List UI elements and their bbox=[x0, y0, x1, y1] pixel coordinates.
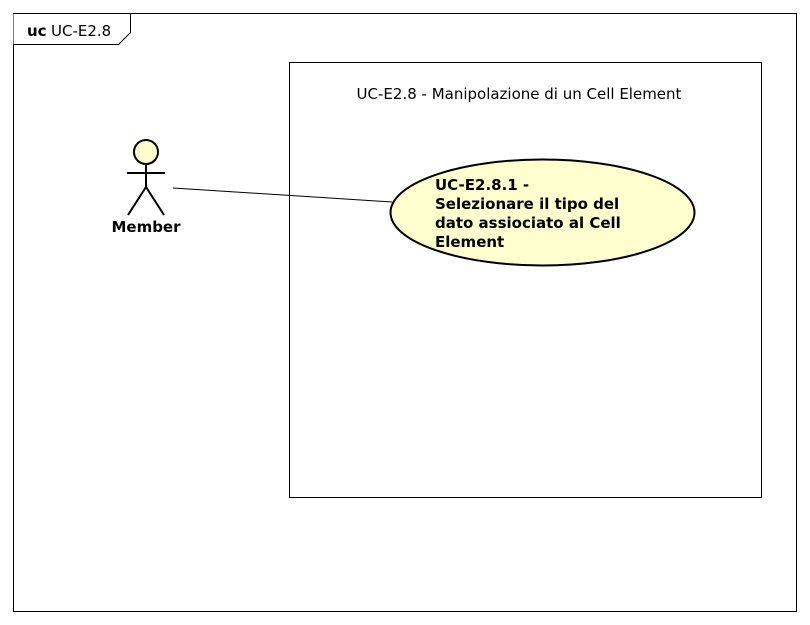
actor-label: Member bbox=[111, 218, 181, 236]
use-case-line-1: UC-E2.8.1 - bbox=[435, 176, 529, 194]
actor-left-leg bbox=[127, 186, 147, 216]
frame-tab bbox=[13, 13, 131, 45]
actor-member[interactable]: Member bbox=[111, 139, 181, 236]
frame-name: UC-E2.8 bbox=[51, 22, 111, 40]
system-boundary bbox=[289, 62, 762, 498]
use-case-ellipse bbox=[389, 158, 696, 267]
use-case-line-2: Selezionare il tipo del bbox=[435, 195, 619, 213]
use-case-line-4: Element bbox=[435, 233, 504, 251]
association-line bbox=[172, 187, 393, 203]
use-case-uc-e2-8-1[interactable]: UC-E2.8.1 - Selezionare il tipo del dato… bbox=[389, 158, 696, 267]
boundary-title: UC-E2.8 - Manipolazione di un Cell Eleme… bbox=[357, 85, 682, 103]
use-case-line-3: dato assiociato al Cell bbox=[435, 214, 621, 232]
frame-keyword: uc bbox=[27, 22, 47, 40]
actor-head bbox=[133, 139, 159, 165]
actor-right-leg bbox=[145, 186, 165, 216]
